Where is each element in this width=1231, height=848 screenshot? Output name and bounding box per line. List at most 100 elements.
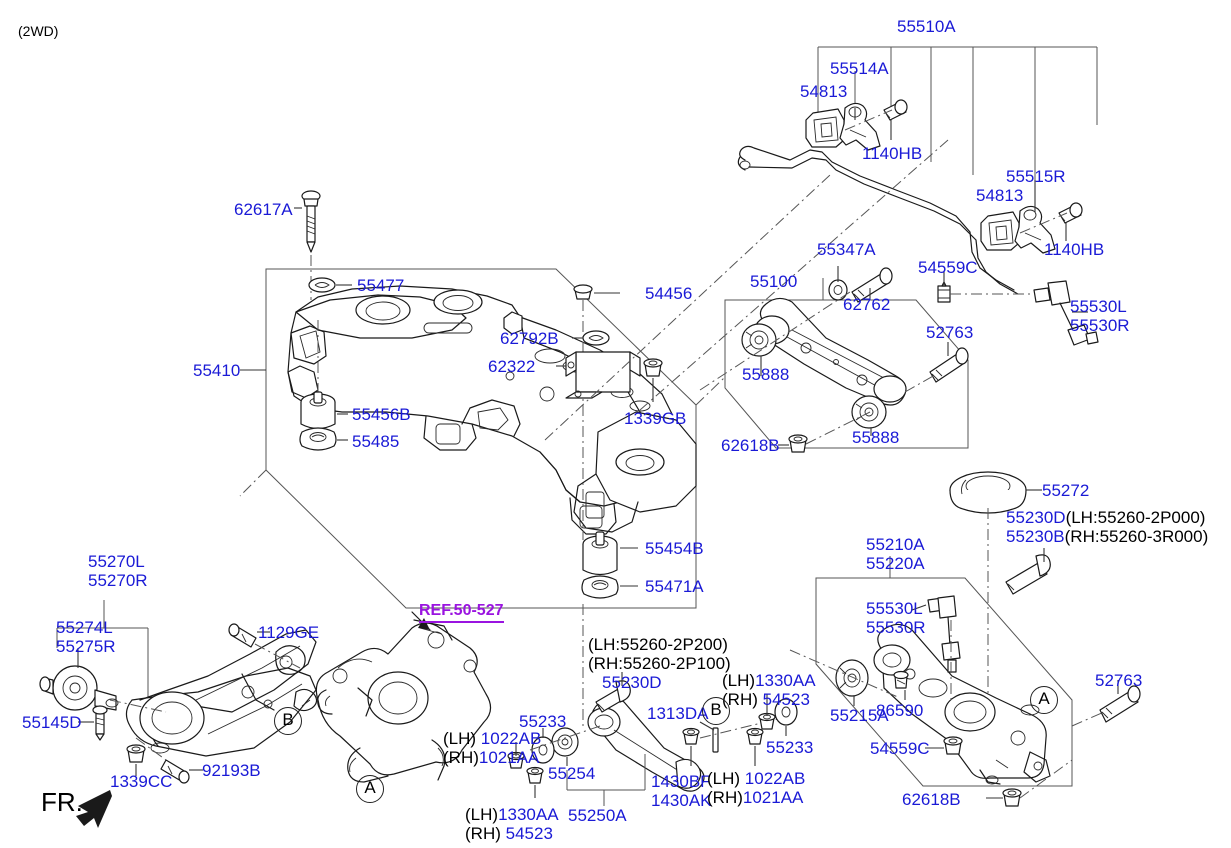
label-52763-lower[interactable]: 52763 (1095, 671, 1143, 690)
nut-1022ab-right (746, 727, 764, 745)
label-55270r[interactable]: 55270R (88, 571, 148, 590)
stabilizer-bar-55510a (737, 145, 1019, 295)
label-54813-upper[interactable]: 54813 (800, 82, 848, 101)
stabilizer-link-55530 (1033, 280, 1099, 346)
label-55510a[interactable]: 55510A (897, 17, 956, 36)
label-55347a[interactable]: 55347A (817, 240, 876, 259)
label-55530l-lower[interactable]: 55530L (866, 599, 923, 618)
bolt-92193b (160, 759, 190, 784)
bushing-55456b (300, 391, 336, 430)
label-1140hb-upper[interactable]: 1140HB (862, 144, 923, 163)
label-lh-1330aa-left[interactable]: (LH)1330AA (465, 805, 559, 824)
bracket-55514a (839, 102, 881, 151)
rear-arm-55250a (587, 696, 705, 792)
label-62792b[interactable]: 62792B (500, 329, 559, 348)
label-55230d-mid[interactable]: 55230D (602, 673, 662, 692)
bolt-1140hb-upper (883, 99, 908, 121)
label-55530r-upper[interactable]: 55530R (1070, 316, 1130, 335)
fr-arrow (76, 790, 112, 828)
label-55515r[interactable]: 55515R (1006, 167, 1066, 186)
marker-a-knuckle[interactable]: A (356, 775, 384, 803)
washer-55233-right (774, 698, 798, 726)
bolt-52763-lower (1099, 685, 1141, 723)
label-55274l[interactable]: 55274L (56, 618, 113, 637)
label-55456b[interactable]: 55456B (352, 405, 411, 424)
label-55530l-upper[interactable]: 55530L (1070, 297, 1127, 316)
label-rh-1021aa-right[interactable]: (RH)1021AA (707, 788, 803, 807)
label-rh-1021aa-left[interactable]: (RH)1021AA (443, 748, 539, 767)
nut-54559c-lower (943, 736, 963, 755)
label-55485[interactable]: 55485 (352, 432, 400, 451)
label-55888-upper[interactable]: 55888 (742, 365, 790, 384)
bushing-54813-lower (980, 211, 1020, 251)
label-62762[interactable]: 62762 (843, 295, 891, 314)
label-rh-54523-right[interactable]: (RH) 54523 (722, 690, 810, 709)
label-54456[interactable]: 54456 (645, 284, 693, 303)
label-55275r[interactable]: 55275R (56, 637, 116, 656)
nut-1339gb (643, 358, 663, 377)
bolt-1129ge (228, 623, 257, 648)
label-55410[interactable]: 55410 (193, 361, 241, 380)
label-1021aa-left: 1021AA (478, 748, 540, 767)
label-86590[interactable]: 86590 (876, 701, 924, 720)
bushing-55454b (582, 531, 618, 576)
label-62618b-lower[interactable]: 62618B (902, 790, 961, 809)
label-55210a[interactable]: 55210A (866, 535, 925, 554)
label-54813-lower[interactable]: 54813 (976, 186, 1024, 205)
label-52763-upper[interactable]: 52763 (926, 323, 974, 342)
label-62617a[interactable]: 62617A (234, 200, 293, 219)
label-1430bf[interactable]: 1430BF (651, 772, 711, 791)
label-55230b-rh[interactable]: 55230B(RH:55260-3R000) (1006, 527, 1208, 546)
label-55477[interactable]: 55477 (357, 276, 405, 295)
marker-b-knuckle[interactable]: B (274, 707, 302, 735)
label-55530r-lower[interactable]: 55530R (866, 618, 926, 637)
assist-arm-55100 (754, 297, 907, 406)
label-54559c-upper[interactable]: 54559C (918, 258, 978, 277)
label-54559c-lower[interactable]: 54559C (870, 739, 930, 758)
label-55250a[interactable]: 55250A (568, 806, 627, 825)
label-55233-right[interactable]: 55233 (766, 738, 814, 757)
label-rh-54523-left[interactable]: (RH) 54523 (465, 824, 553, 843)
label-1330aa-left: 1330AA (498, 805, 559, 824)
label-1339cc[interactable]: 1339CC (110, 772, 173, 791)
washer-55477 (308, 277, 336, 293)
label-lh-1022ab-right[interactable]: (LH) 1022AB (707, 769, 805, 788)
marker-b-arm[interactable]: B (702, 697, 730, 725)
label-55233-left[interactable]: 55233 (519, 712, 567, 731)
label-55145d[interactable]: 55145D (22, 713, 82, 732)
bushing-55215a (835, 659, 869, 697)
label-55230d-lh[interactable]: 55230D(LH:55260-2P000) (1006, 508, 1205, 527)
label-55215a[interactable]: 55215A (830, 706, 889, 725)
label-55471a[interactable]: 55471A (645, 577, 704, 596)
label-1140hb-lower[interactable]: 1140HB (1044, 240, 1105, 259)
nut-54456 (573, 284, 593, 300)
label-55220a[interactable]: 55220A (866, 554, 925, 573)
label-1330aa-right: 1330AA (755, 671, 816, 690)
side-rh-3: (RH) (722, 690, 758, 709)
label-55254[interactable]: 55254 (548, 764, 596, 783)
label-62322[interactable]: 62322 (488, 357, 536, 376)
bushing-55888-upper (741, 323, 777, 357)
pin-1313da (712, 727, 719, 753)
marker-a-lower-arm[interactable]: A (1030, 686, 1058, 714)
label-rh-55260-2p100: (RH:55260-2P100) (588, 654, 731, 673)
label-55514a[interactable]: 55514A (830, 59, 889, 78)
knuckle (315, 619, 492, 783)
label-62618b-upper[interactable]: 62618B (721, 436, 780, 455)
reference-link-50-527[interactable]: REF.50-527 (419, 601, 504, 623)
label-55270l[interactable]: 55270L (88, 552, 145, 571)
label-1430ak[interactable]: 1430AK (651, 791, 712, 810)
side-lh-1: (LH) (443, 729, 477, 748)
label-1339gb[interactable]: 1339GB (624, 409, 687, 428)
label-55454b[interactable]: 55454B (645, 539, 704, 558)
label-1313da[interactable]: 1313DA (647, 704, 709, 723)
label-1129ge[interactable]: 1129GE (258, 623, 320, 642)
label-55888-lower[interactable]: 55888 (852, 428, 900, 447)
label-55100[interactable]: 55100 (750, 272, 798, 291)
orientation-marker-fr: FR. (41, 787, 83, 817)
side-rh-2: (RH) (465, 824, 501, 843)
label-92193b[interactable]: 92193B (202, 761, 261, 780)
label-lh-1022ab-left[interactable]: (LH) 1022AB (443, 729, 541, 748)
label-lh-1330aa-right[interactable]: (LH)1330AA (722, 671, 816, 690)
label-55272[interactable]: 55272 (1042, 481, 1090, 500)
